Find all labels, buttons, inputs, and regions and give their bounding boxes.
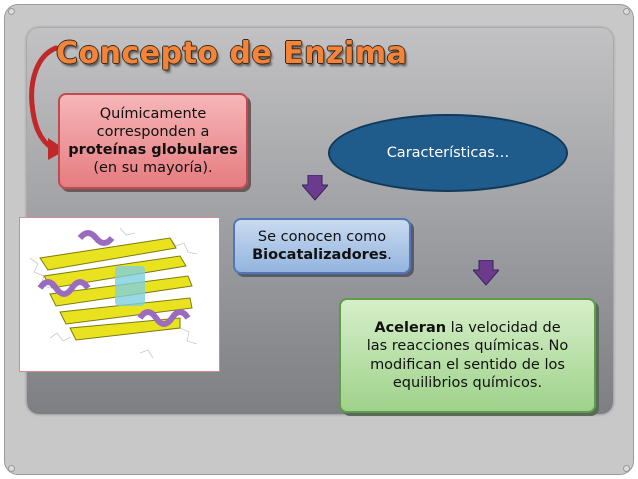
definition-highlight: proteínas globulares (68, 142, 238, 158)
acceleration-line: modifican el sentido de los (370, 356, 565, 373)
acceleration-box: Aceleran la velocidad de las reacciones … (339, 298, 596, 413)
definition-box: Químicamente corresponden a proteínas gl… (58, 93, 248, 189)
down-arrow-icon (302, 175, 328, 201)
down-arrow-icon (473, 260, 499, 286)
corner-dot (623, 465, 630, 472)
corner-dot (623, 8, 630, 15)
definition-line: corresponden a (96, 123, 210, 140)
protein-structure-image (19, 217, 220, 372)
definition-line: Químicamente (99, 105, 207, 122)
acceleration-line: la velocidad de (446, 320, 561, 337)
curved-arrow-icon (29, 45, 66, 160)
biocatalyst-suffix: . (387, 247, 392, 263)
definition-line: (en su mayoría). (93, 160, 213, 177)
biocatalyst-line: Se conocen como (257, 228, 387, 245)
acceleration-line: las reacciones químicas. No (366, 338, 569, 355)
corner-dot (8, 8, 15, 15)
biocatalyst-box: Se conocen como Biocatalizadores. (233, 218, 411, 274)
characteristics-ellipse: Características… (328, 114, 568, 192)
slide-title: Concepto de Enzima (56, 36, 408, 71)
corner-dot (8, 465, 15, 472)
biocatalyst-highlight: Biocatalizadores (252, 247, 388, 263)
characteristics-label: Características… (386, 145, 510, 161)
acceleration-highlight: Aceleran (374, 320, 447, 337)
protein-ribbon-icon (29, 227, 198, 359)
acceleration-line: equilibrios químicos. (392, 374, 543, 391)
